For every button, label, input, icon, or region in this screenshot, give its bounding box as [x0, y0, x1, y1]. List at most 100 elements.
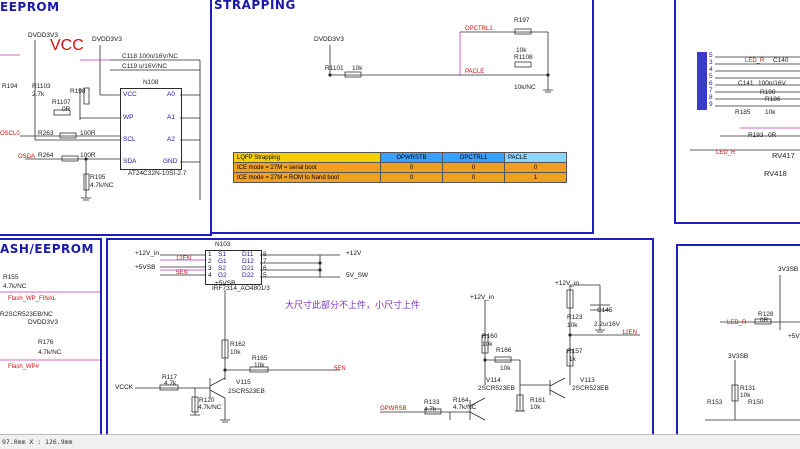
chip-pin: G2	[218, 272, 227, 279]
table-cell: 0	[442, 172, 505, 183]
strap-res: R1101	[325, 65, 344, 72]
net-label: LED_R	[727, 320, 747, 326]
comp-label: R128	[758, 311, 774, 318]
rail-label: DVDD3V3	[28, 319, 58, 326]
comp-label: 100n/16V	[758, 80, 786, 87]
comp-label: R133	[424, 399, 440, 406]
chip-pin: SCL	[123, 136, 136, 143]
rail-label: DVDD3V3	[28, 32, 58, 39]
comp-label: V115	[236, 379, 251, 386]
comp-label: R157	[567, 348, 583, 355]
table-cell: 0	[442, 162, 505, 173]
comp-label: C141	[738, 80, 754, 87]
chip-pin: A0	[167, 91, 175, 98]
chip-pin: SDA	[123, 158, 137, 165]
res-label: R1107	[52, 99, 71, 106]
table-cell: 0	[380, 162, 443, 173]
chip-pin: D21	[242, 265, 254, 272]
table-header: OPWRSTB	[380, 152, 443, 163]
comp-label: R131	[740, 385, 756, 392]
net-label: Flash_WP_FINAL	[8, 296, 57, 302]
strap-res: R197	[514, 17, 530, 24]
conn-pin: 8	[709, 94, 713, 101]
table-row: ICE mode = 27M = ROM to Nand boot 0 0 1	[233, 172, 567, 183]
net-label: +12V_in	[135, 250, 160, 257]
comp-label: C140	[773, 57, 789, 64]
res-label: 100R	[80, 152, 96, 159]
chip-pin: WP	[123, 114, 134, 121]
strap-res: 10k	[352, 65, 363, 72]
net-label: +12V	[346, 250, 362, 257]
net-label: +5VSB	[135, 264, 156, 271]
comp-label: 2.2u/16V	[594, 321, 621, 328]
comp-label: R150	[748, 399, 764, 406]
net-label: OSDA	[18, 154, 36, 160]
chip-pin: A1	[167, 114, 175, 121]
res-label: R263	[38, 130, 54, 137]
mosfet-chip	[205, 250, 262, 285]
chip-pin: D22	[242, 272, 254, 279]
strap-res: 10k	[516, 47, 527, 54]
res-label: R198	[70, 88, 86, 95]
comp-label: 4.7k/NC	[3, 283, 27, 290]
conn-pin: 9	[709, 101, 713, 108]
comp-label: R165	[252, 355, 268, 362]
table-cell: ICE mode = 27M = serial boot	[233, 162, 381, 173]
pin-num: 6	[263, 265, 267, 272]
comp-label: 2SCR523EB	[478, 385, 515, 392]
comp-label: R117	[162, 374, 178, 381]
comp-label: 4.7k	[424, 406, 437, 413]
table-row: ICE mode = 27M = serial boot 0 0 0	[233, 162, 567, 173]
net-label: OSCL0	[0, 131, 20, 137]
strapping-table: LQFP Strapping OPWRSTB OPCTRL1 PACLE ICE…	[233, 152, 567, 183]
net-label: PACLE	[465, 69, 485, 75]
chip-pin: A2	[167, 136, 175, 143]
net-label: 5EN	[334, 366, 346, 372]
eeprom-title: EEPROM	[0, 0, 60, 14]
flash-frame	[0, 238, 102, 438]
comp-label: R176	[38, 339, 54, 346]
strap-res: R1108	[514, 54, 533, 61]
coordinate-readout: 97.0mm X : 126.9mm	[0, 434, 800, 449]
pin-num: 1	[208, 251, 212, 258]
rail-label: DVDD3V3	[92, 36, 122, 43]
comp-label: 2SCR523EB	[228, 388, 265, 395]
net-label: 12EN	[622, 330, 638, 336]
res-label: 100R	[80, 130, 96, 137]
net-label: VCCK	[115, 384, 134, 391]
comp-label: 0R	[760, 317, 769, 324]
comp-label: R162	[230, 341, 246, 348]
chip-pin: S2	[218, 265, 226, 272]
net-label: 3V3SB	[728, 353, 749, 360]
comp-label: R120	[199, 397, 215, 404]
comp-label: 10k	[765, 109, 776, 116]
res-label: 4.7k/NC	[90, 182, 114, 189]
note-text: 大尺寸此部分不上件，小尺寸上件	[285, 300, 421, 310]
strap-rail: DVDD3V3	[314, 36, 344, 43]
comp-label: R166	[496, 347, 512, 354]
net-label: 5V_SW	[346, 272, 369, 279]
comp-label: 10k	[740, 392, 751, 399]
net-label: +5V	[788, 333, 800, 340]
comp-label: R193	[748, 132, 764, 139]
chip-pin: D12	[242, 258, 254, 265]
comp-label: R123	[567, 314, 583, 321]
comp-label: C145	[597, 307, 613, 314]
chip-pin: S1	[218, 251, 226, 258]
res-label: 0R	[62, 106, 71, 113]
strapping-frame	[210, 0, 594, 234]
comp-label: 0R	[768, 132, 777, 139]
comp-label: V113	[580, 377, 595, 384]
pin-num: 3	[208, 265, 212, 272]
conn-pin: 5	[709, 52, 713, 59]
net-label: 12EN	[176, 256, 192, 262]
comp-label: 1k	[569, 356, 576, 363]
connector-body	[697, 52, 707, 110]
table-cell: ICE mode = 27M = ROM to Nand boot	[233, 172, 381, 183]
res-label: R1103	[32, 83, 51, 90]
table-header: PACLE	[504, 152, 567, 163]
table-cell: 0	[504, 162, 567, 173]
table-header: LQFP Strapping	[233, 152, 381, 163]
net-label: OPCTRL1	[465, 26, 493, 32]
